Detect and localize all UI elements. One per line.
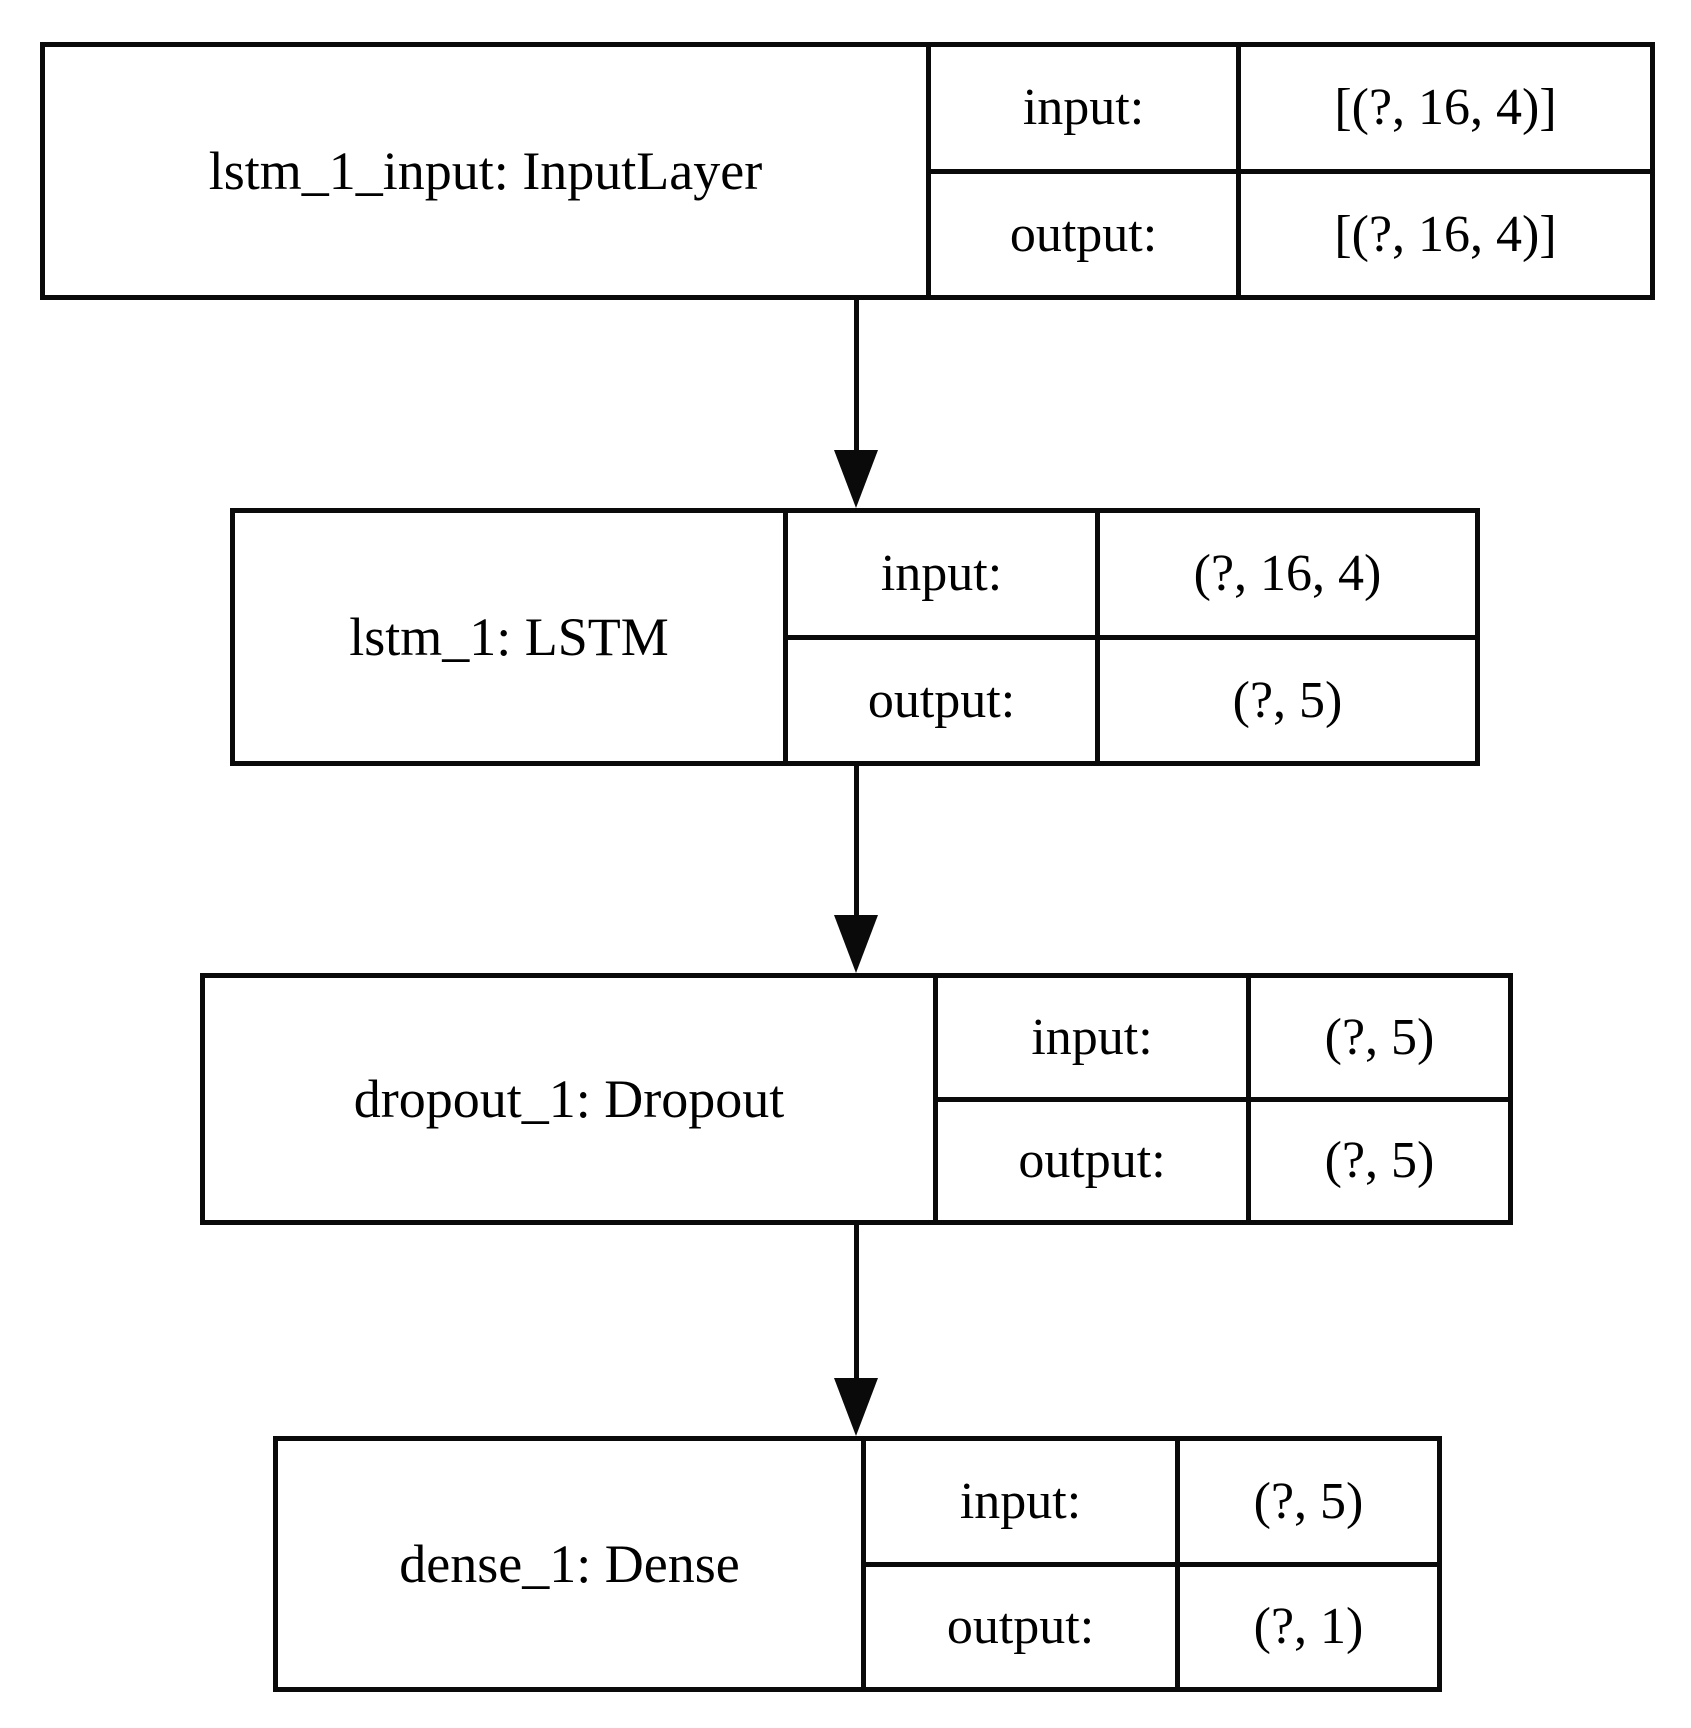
- arrow-down-icon: [834, 915, 878, 973]
- layer-node-input: lstm_1_input: InputLayer input: [(?, 16,…: [40, 42, 1655, 300]
- input-label: input:: [866, 1441, 1180, 1562]
- flow-arrow-line: [854, 300, 859, 455]
- io-row-input: input: (?, 5): [866, 1441, 1437, 1567]
- input-label: input:: [931, 47, 1241, 169]
- io-row-output: output: [(?, 16, 4)]: [931, 173, 1650, 295]
- layer-node-dropout: dropout_1: Dropout input: (?, 5) output:…: [200, 973, 1513, 1225]
- flow-arrow-line: [854, 1225, 859, 1383]
- output-shape: (?, 1): [1253, 1598, 1364, 1656]
- output-label: output:: [938, 1101, 1251, 1220]
- io-table: input: (?, 5) output: (?, 1): [866, 1441, 1437, 1687]
- arrow-down-icon: [834, 450, 878, 508]
- flow-arrow-line: [854, 766, 859, 920]
- input-label: input:: [788, 513, 1100, 635]
- layer-name: dropout_1: Dropout: [205, 978, 938, 1220]
- io-row-input: input: (?, 16, 4): [788, 513, 1475, 640]
- io-row-output: output: (?, 5): [788, 639, 1475, 761]
- io-row-input: input: [(?, 16, 4)]: [931, 47, 1650, 174]
- io-row-input: input: (?, 5): [938, 978, 1508, 1102]
- input-shape: (?, 5): [1324, 1008, 1435, 1066]
- input-label: input:: [938, 978, 1251, 1097]
- layer-node-dense: dense_1: Dense input: (?, 5) output: (?,…: [273, 1436, 1442, 1692]
- io-row-output: output: (?, 1): [866, 1566, 1437, 1687]
- output-label: output:: [866, 1566, 1180, 1687]
- layer-name: lstm_1_input: InputLayer: [45, 47, 931, 295]
- io-row-output: output: (?, 5): [938, 1101, 1508, 1220]
- io-table: input: (?, 5) output: (?, 5): [938, 978, 1508, 1220]
- arrow-down-icon: [834, 1378, 878, 1436]
- output-shape: (?, 5): [1324, 1132, 1435, 1190]
- input-shape: (?, 5): [1253, 1472, 1364, 1530]
- output-shape: [(?, 16, 4)]: [1334, 205, 1557, 263]
- layer-name: lstm_1: LSTM: [235, 513, 788, 761]
- io-table: input: (?, 16, 4) output: (?, 5): [788, 513, 1475, 761]
- output-label: output:: [931, 173, 1241, 295]
- input-shape: (?, 16, 4): [1193, 545, 1382, 603]
- output-shape: (?, 5): [1232, 671, 1343, 729]
- io-table: input: [(?, 16, 4)] output: [(?, 16, 4)]: [931, 47, 1650, 295]
- input-shape: [(?, 16, 4)]: [1334, 79, 1557, 137]
- layer-node-lstm: lstm_1: LSTM input: (?, 16, 4) output: (…: [230, 508, 1480, 766]
- layer-name: dense_1: Dense: [278, 1441, 866, 1687]
- output-label: output:: [788, 639, 1100, 761]
